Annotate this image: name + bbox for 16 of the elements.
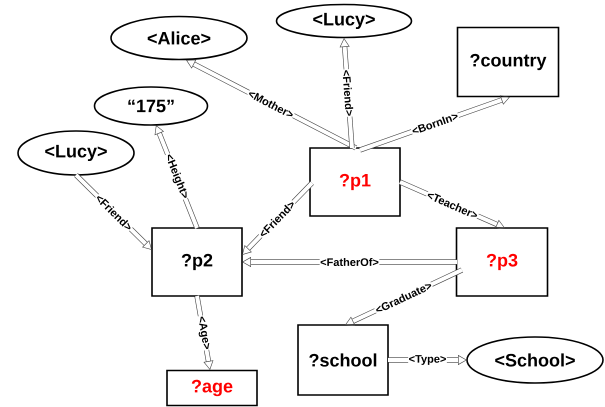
ellipse-node: <School> [466,336,604,384]
variable-box: ?age [166,370,258,406]
edge-label: <FatherOf> [320,257,380,267]
variable-box: ?p3 [456,227,548,297]
ellipse-node: “175” [94,86,208,126]
ellipse-node: <Alice> [110,16,248,60]
edge-label: <Type> [408,354,447,366]
edge-label: <Friend> [342,69,354,117]
variable-box: ?p1 [309,147,401,217]
ellipse-node: <Lucy> [276,4,412,38]
variable-box: ?country [456,26,560,98]
variable-box: ?school [297,324,389,396]
edge-label: <Age> [195,315,212,351]
edge-label: <BornIn> [410,111,460,136]
variable-box: ?p2 [151,227,243,297]
ellipse-node: <Lucy> [17,130,135,176]
